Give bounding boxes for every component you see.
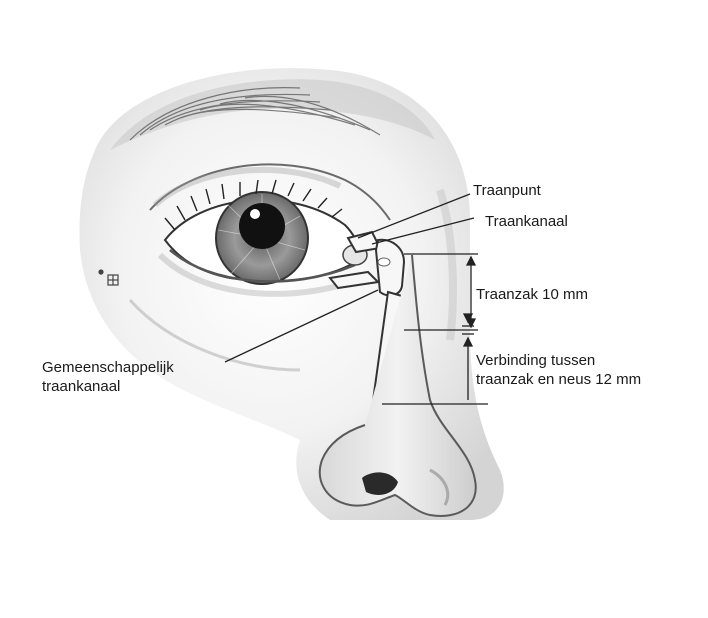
label-verbinding-line1: Verbinding tussen [476,351,641,370]
lacrimal-sac [376,240,404,296]
label-verbinding: Verbinding tussen traanzak en neus 12 mm [476,351,641,389]
label-traanpunt: Traanpunt [473,181,541,200]
label-verbinding-line2: traanzak en neus 12 mm [476,370,641,389]
label-gemeenschappelijk-line2: traankanaal [42,377,174,396]
label-traanzak: Traanzak 10 mm [476,285,588,304]
label-gemeenschappelijk: Gemeenschappelijk traankanaal [42,358,174,396]
pupil [239,203,285,249]
eye-highlight [250,209,260,219]
label-traankanaal: Traankanaal [485,212,568,231]
label-gemeenschappelijk-line1: Gemeenschappelijk [42,358,174,377]
